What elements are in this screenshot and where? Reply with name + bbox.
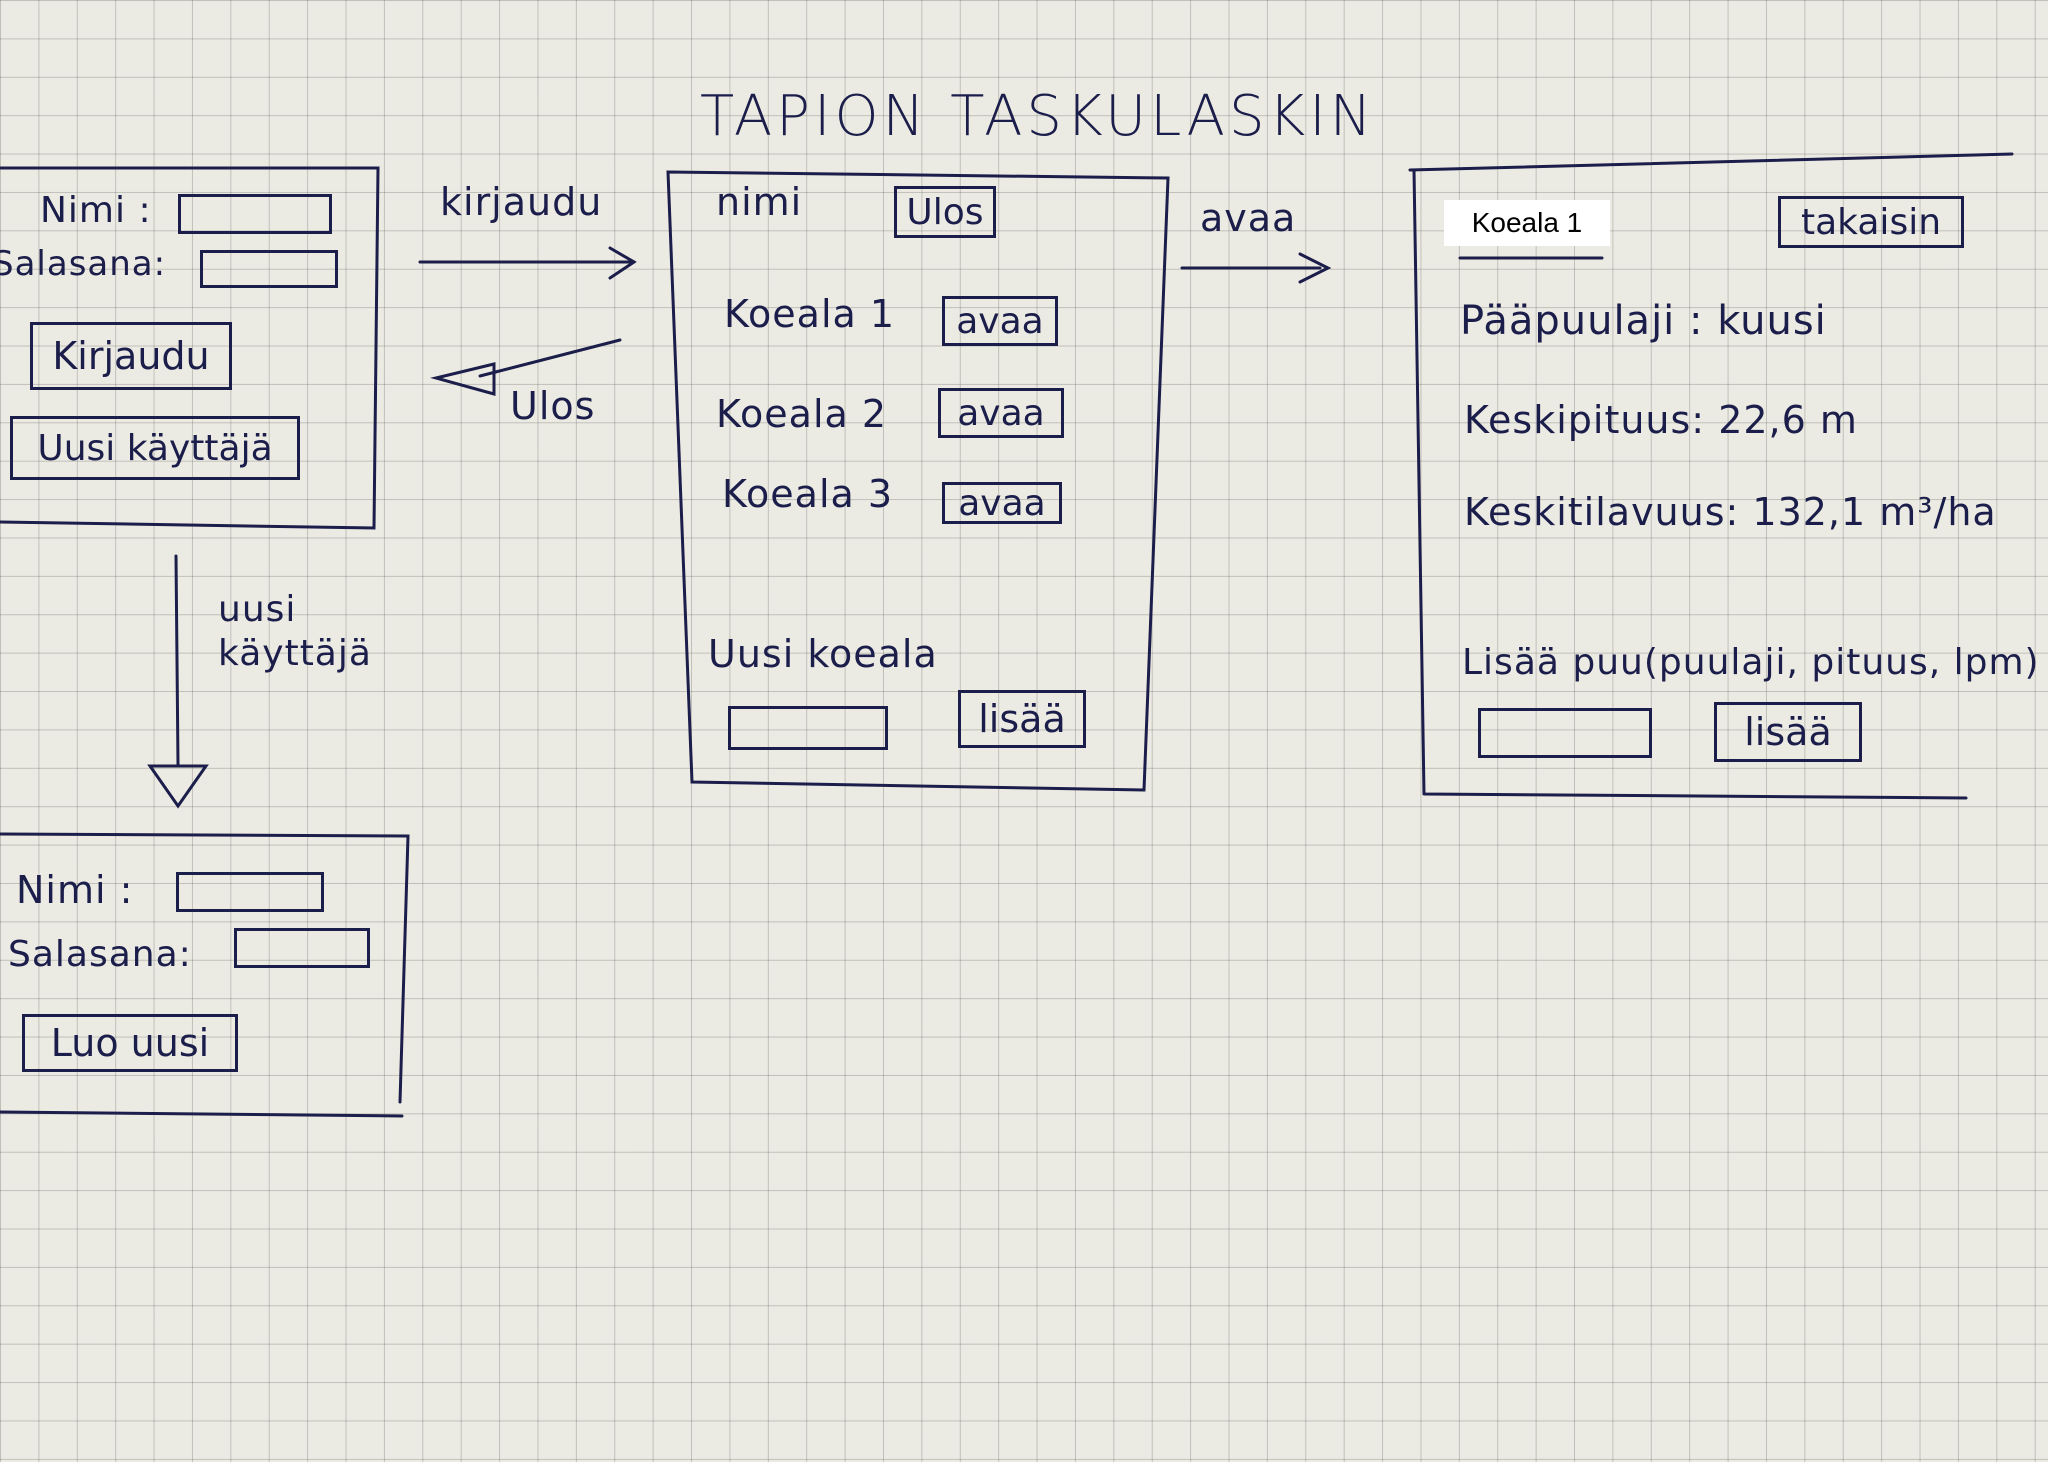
- plot-label-3: Koeala 3: [722, 472, 894, 516]
- open-arrow-label: avaa: [1200, 196, 1297, 240]
- register-password-field[interactable]: [234, 928, 370, 968]
- login-arrow: [418, 246, 637, 280]
- add-tree-label: Lisää puu(puulaji, pituus, lpm): [1462, 642, 2040, 683]
- back-button[interactable]: takaisin: [1778, 196, 1964, 248]
- register-name-field[interactable]: [176, 872, 324, 912]
- login-button[interactable]: Kirjaudu: [30, 322, 232, 390]
- plot-label-1: Koeala 1: [724, 292, 896, 336]
- login-name-label: Nimi :: [40, 190, 152, 231]
- login-arrow-label: kirjaudu: [440, 180, 603, 224]
- logout-arrow-label: Ulos: [510, 384, 596, 428]
- login-screen-frame: [0, 166, 380, 530]
- register-name-label: Nimi :: [16, 868, 134, 912]
- add-tree-button[interactable]: lisää: [1714, 702, 1862, 762]
- plot-name-label: Koeala 1: [1444, 200, 1610, 246]
- open-plot-button-2[interactable]: avaa: [938, 388, 1064, 438]
- new-plot-field[interactable]: [728, 706, 888, 750]
- avg-height-text: Keskipituus: 22,6 m: [1464, 398, 1858, 442]
- main-screen-frame: [666, 170, 1170, 792]
- open-plot-button-1[interactable]: avaa: [942, 296, 1058, 346]
- logout-arrow: [430, 338, 622, 396]
- new-user-arrow-label: uusi käyttäjä: [218, 589, 372, 674]
- add-tree-field[interactable]: [1478, 708, 1652, 758]
- login-password-label: Salasana:: [0, 244, 167, 284]
- register-screen-frame: [0, 832, 410, 1118]
- app-title: TAPION TASKULASKIN: [700, 84, 1376, 149]
- login-password-field[interactable]: [200, 250, 338, 288]
- plot-screen-frame: [1408, 152, 2014, 800]
- add-plot-button[interactable]: lisää: [958, 690, 1086, 748]
- create-user-button[interactable]: Luo uusi: [22, 1014, 238, 1072]
- logout-button[interactable]: Ulos: [894, 186, 996, 238]
- user-name-label: nimi: [716, 180, 803, 224]
- open-arrow: [1180, 252, 1332, 284]
- new-user-arrow: [147, 554, 209, 809]
- main-species-text: Pääpuulaji : kuusi: [1460, 298, 1827, 344]
- new-plot-label: Uusi koeala: [708, 632, 938, 676]
- new-user-button[interactable]: Uusi käyttäjä: [10, 416, 300, 480]
- register-password-label: Salasana:: [8, 934, 192, 975]
- login-name-field[interactable]: [178, 194, 332, 234]
- plot-label-2: Koeala 2: [716, 392, 888, 436]
- open-plot-button-3[interactable]: avaa: [942, 482, 1062, 524]
- avg-volume-text: Keskitilavuus: 132,1 m³/ha: [1464, 490, 1997, 534]
